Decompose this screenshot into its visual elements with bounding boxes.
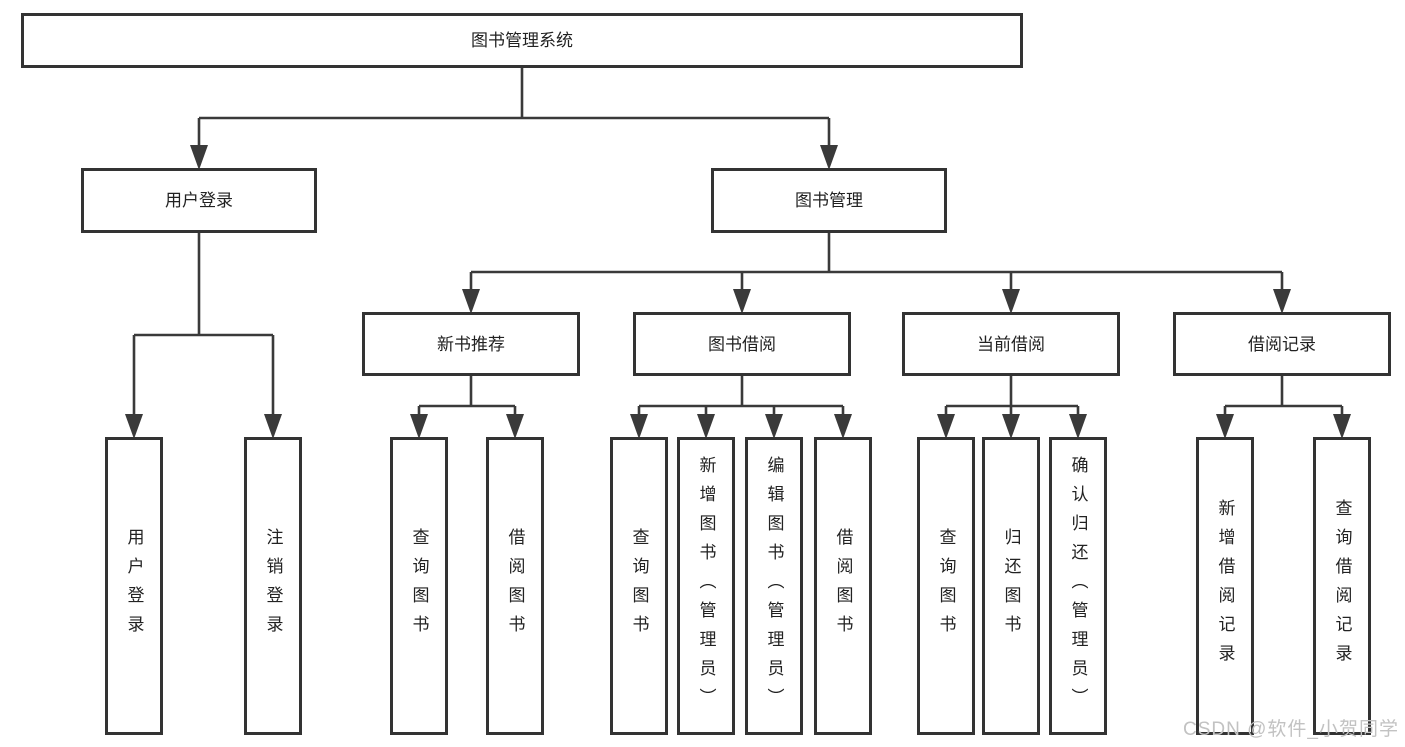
arrowhead [410, 414, 428, 439]
node-borrow-books-recommend: 借阅图书 [486, 437, 544, 735]
node-label: 新增借阅记录 [1215, 499, 1235, 673]
node-new-book-recommend: 新书推荐 [362, 312, 580, 376]
node-label: 新增图书（管理员） [696, 455, 716, 717]
arrowhead [733, 289, 751, 314]
node-query-books-borrowing: 查询图书 [610, 437, 668, 735]
node-label: 借阅记录 [1248, 334, 1316, 354]
node-label: 确认归还（管理员） [1068, 455, 1088, 717]
node-edit-book-admin: 编辑图书（管理员） [745, 437, 803, 735]
node-query-books-recommend: 查询图书 [390, 437, 448, 735]
connector-borrow-record-branch [1216, 376, 1351, 439]
arrowhead [1002, 289, 1020, 314]
node-library-system: 图书管理系统 [21, 13, 1023, 68]
node-label: 用户登录 [165, 191, 233, 210]
node-user-login-action: 用户登录 [105, 437, 163, 735]
arrowhead [1273, 289, 1291, 314]
node-label: 借阅图书 [833, 528, 853, 644]
arrowhead [125, 414, 143, 439]
watermark: CSDN @软件_小贺同学 [1183, 719, 1399, 740]
node-borrow-books-borrowing: 借阅图书 [814, 437, 872, 735]
node-label: 用户登录 [124, 528, 144, 644]
node-label: 当前借阅 [977, 334, 1045, 354]
arrowhead [697, 414, 715, 439]
node-query-borrow-record: 查询借阅记录 [1313, 437, 1371, 735]
arrowhead [1216, 414, 1234, 439]
arrowhead [462, 289, 480, 314]
node-book-management: 图书管理 [711, 168, 947, 233]
node-label: 查询图书 [629, 528, 649, 644]
node-book-borrowing: 图书借阅 [633, 312, 851, 376]
node-label: 借阅图书 [505, 528, 525, 644]
connector-user-login-branch [125, 233, 282, 439]
node-label: 注销登录 [263, 528, 283, 644]
node-query-books-current: 查询图书 [917, 437, 975, 735]
node-label: 新书推荐 [437, 334, 505, 354]
node-current-borrowing: 当前借阅 [902, 312, 1120, 376]
node-label: 图书管理 [795, 191, 863, 210]
node-label: 查询借阅记录 [1332, 499, 1352, 673]
arrowhead [820, 145, 838, 170]
arrowhead [264, 414, 282, 439]
connector-book-borrow-branch [630, 376, 852, 439]
arrowhead [190, 145, 208, 170]
node-borrowing-records: 借阅记录 [1173, 312, 1391, 376]
node-add-book-admin: 新增图书（管理员） [677, 437, 735, 735]
node-label: 查询图书 [409, 528, 429, 644]
arrowhead [630, 414, 648, 439]
connector-book-management-branch [462, 233, 1291, 314]
connector-current-borrow-branch [937, 376, 1087, 439]
connector-new-book-branch [410, 376, 524, 439]
arrowhead [1002, 414, 1020, 439]
node-logout-action: 注销登录 [244, 437, 302, 735]
arrowhead [1069, 414, 1087, 439]
arrowhead [937, 414, 955, 439]
node-return-book: 归还图书 [982, 437, 1040, 735]
node-label: 编辑图书（管理员） [764, 455, 784, 717]
node-label: 归还图书 [1001, 528, 1021, 644]
node-label: 查询图书 [936, 528, 956, 644]
node-user-login: 用户登录 [81, 168, 317, 233]
arrowhead [834, 414, 852, 439]
node-confirm-return-admin: 确认归还（管理员） [1049, 437, 1107, 735]
node-label: 图书借阅 [708, 334, 776, 354]
connector-root-branch [190, 68, 838, 170]
arrowhead [506, 414, 524, 439]
arrowhead [1333, 414, 1351, 439]
node-label: 图书管理系统 [471, 31, 573, 50]
arrowhead [765, 414, 783, 439]
node-add-borrow-record: 新增借阅记录 [1196, 437, 1254, 735]
